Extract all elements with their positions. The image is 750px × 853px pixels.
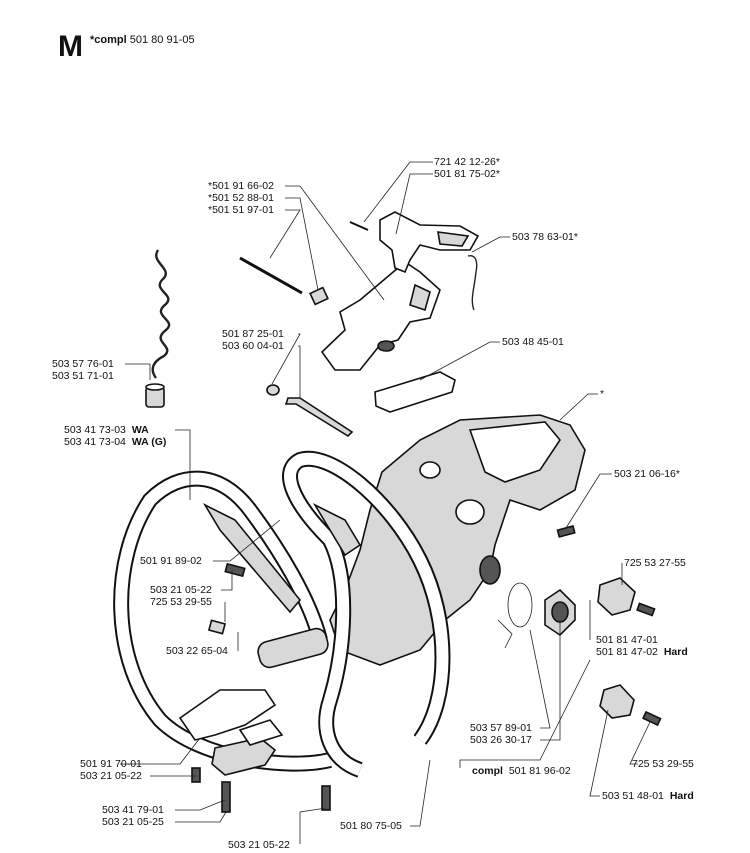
label-501-81-47-01: 501 81 47-01 bbox=[596, 634, 658, 646]
screws bbox=[191, 525, 662, 813]
label-503-41-73-04-num: 503 41 73-04 bbox=[64, 436, 126, 448]
leader-lines bbox=[120, 161, 651, 844]
label-501-91-89-02: 501 91 89-02 bbox=[140, 555, 202, 567]
label-503-26-30-17: 503 26 30-17 bbox=[470, 734, 532, 746]
label-501-81-47-02-num: 501 81 47-02 bbox=[596, 646, 658, 658]
parts-drawing bbox=[113, 211, 662, 813]
small-spring bbox=[309, 286, 329, 306]
compl-note: *compl 501 80 91-05 bbox=[90, 34, 195, 46]
label-501-91-66-02: *501 91 66-02 bbox=[208, 180, 274, 192]
label-asterisk: * bbox=[600, 388, 604, 400]
rear-handle-bar bbox=[282, 450, 451, 778]
label-503-21-05-22-a: 503 21 05-22 bbox=[150, 584, 212, 596]
label-503-41-73-03-num: 503 41 73-03 bbox=[64, 424, 126, 436]
wire-spring bbox=[467, 255, 478, 311]
spring-coil bbox=[145, 249, 171, 408]
label-503-51-48-01-num: 503 51 48-01 bbox=[602, 790, 664, 802]
label-503-21-05-22-b: 503 21 05-22 bbox=[80, 770, 142, 782]
label-725-53-29-55-b: 725 53 29-55 bbox=[632, 758, 694, 770]
label-503-51-48-01-suffix: Hard bbox=[670, 790, 694, 802]
label-501-52-88-01: *501 52 88-01 bbox=[208, 192, 274, 204]
label-503-21-06-16: 503 21 06-16* bbox=[614, 468, 680, 480]
label-503-78-63-01: 503 78 63-01* bbox=[512, 231, 578, 243]
label-501-87-25-01: 501 87 25-01 bbox=[222, 328, 284, 340]
label-503-41-73-03-suffix: WA bbox=[132, 424, 149, 436]
pin-cable bbox=[266, 384, 354, 438]
handle-tube bbox=[202, 503, 362, 669]
label-501-91-70-01: 501 91 70-01 bbox=[80, 758, 142, 770]
rod bbox=[239, 256, 303, 295]
label-501-81-96-02-num: 501 81 96-02 bbox=[509, 765, 571, 777]
label-503-57-76-01: 503 57 76-01 bbox=[52, 358, 114, 370]
label-503-41-79-01: 503 41 79-01 bbox=[102, 804, 164, 816]
label-725-53-27-55: 725 53 27-55 bbox=[624, 557, 686, 569]
throttle-trigger bbox=[320, 261, 441, 371]
label-compl-prefix: compl bbox=[472, 765, 503, 777]
cover-plate bbox=[374, 371, 456, 413]
compl-number: 501 80 91-05 bbox=[129, 34, 195, 46]
label-501-80-75-05: 501 80 75-05 bbox=[340, 820, 402, 832]
part-labels: 721 42 12-26* 501 81 75-02* *501 91 66-0… bbox=[52, 156, 694, 851]
label-501-81-47-02: 501 81 47-02 Hard bbox=[596, 646, 688, 658]
label-721-42-12-26: 721 42 12-26* bbox=[434, 156, 500, 168]
section-letter: M bbox=[58, 30, 83, 63]
label-503-51-48-01: 503 51 48-01 Hard bbox=[602, 790, 694, 802]
front-handle-bar bbox=[113, 470, 332, 772]
label-503-41-73-04: 503 41 73-04 WA (G) bbox=[64, 436, 166, 448]
throttle-lockout bbox=[349, 211, 480, 274]
label-503-60-04-01: 503 60 04-01 bbox=[222, 340, 284, 352]
label-503-22-65-04: 503 22 65-04 bbox=[166, 645, 228, 657]
label-503-51-71-01: 503 51 71-01 bbox=[52, 370, 114, 382]
bottom-brackets bbox=[178, 689, 284, 776]
label-compl-501-81-96-02: compl 501 81 96-02 bbox=[472, 765, 571, 777]
handle-housing bbox=[329, 414, 586, 666]
label-503-21-05-22-c: 503 21 05-22 bbox=[228, 839, 290, 851]
label-501-81-75-02: 501 81 75-02* bbox=[434, 168, 500, 180]
label-503-21-05-25: 503 21 05-25 bbox=[102, 816, 164, 828]
label-503-48-45-01: 503 48 45-01 bbox=[502, 336, 564, 348]
label-501-51-97-01: *501 51 97-01 bbox=[208, 204, 274, 216]
label-503-41-73-04-suffix: WA (G) bbox=[132, 436, 167, 448]
right-side-parts bbox=[497, 577, 636, 719]
label-501-81-47-02-suffix: Hard bbox=[664, 646, 688, 658]
label-503-41-73-03: 503 41 73-03 WA bbox=[64, 424, 149, 436]
label-503-57-89-01: 503 57 89-01 bbox=[470, 722, 532, 734]
compl-word: *compl bbox=[90, 34, 127, 46]
label-725-53-29-55-a: 725 53 29-55 bbox=[150, 596, 212, 608]
